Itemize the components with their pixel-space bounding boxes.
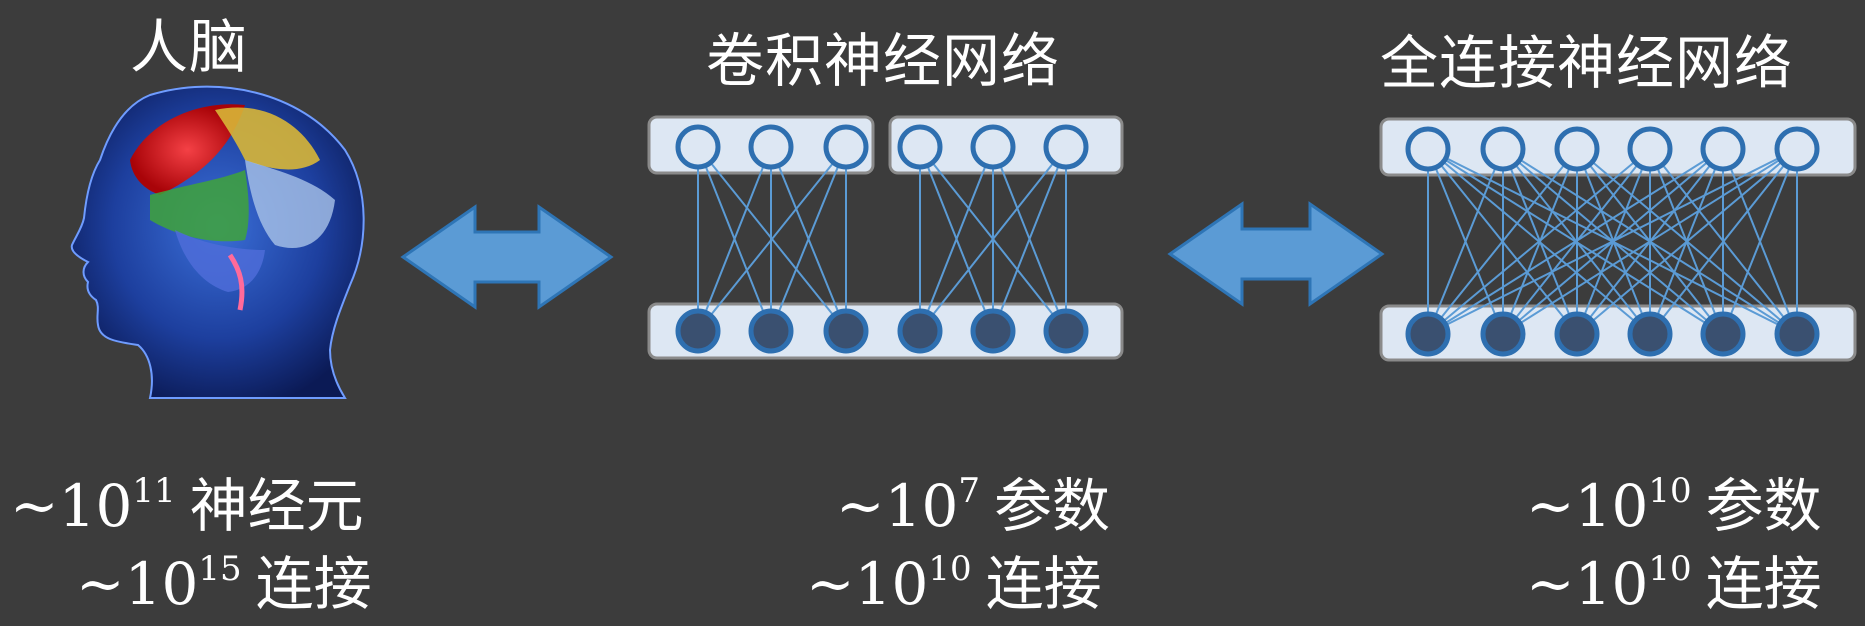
double-arrow-1 (400, 204, 614, 310)
fc-edge (1576, 148, 1798, 335)
cnn-input-node (823, 124, 869, 170)
human-head-brain-icon (70, 85, 365, 399)
fc-input-node (1405, 126, 1451, 172)
cnn-input-node (675, 124, 721, 170)
cnn-output-node (823, 308, 869, 354)
fc-input-node (1480, 126, 1526, 172)
cnn-title: 卷积神经网络 (706, 30, 1061, 95)
cnn-edge (697, 146, 847, 332)
cnn-output-node (748, 308, 794, 354)
cnn-edge (770, 146, 847, 332)
fc-edge (1722, 148, 1798, 335)
fc-edge (1427, 148, 1578, 335)
cnn-output-node (970, 308, 1016, 354)
fc-output-node (1405, 311, 1451, 357)
fc-input-node (1774, 126, 1820, 172)
fc-output-node (1480, 311, 1526, 357)
brain-title: 人脑 (130, 13, 249, 81)
fc-input-node (1700, 126, 1746, 172)
fc-output-node (1700, 311, 1746, 357)
fc-edge (1502, 148, 1798, 335)
fc-input-node (1627, 126, 1673, 172)
cnn-input-node (1043, 124, 1089, 170)
fc-title: 全连接神经网络 (1380, 29, 1794, 97)
cnn-output-node (1043, 308, 1089, 354)
cnn-output-node (897, 308, 943, 354)
fc-edge (1427, 148, 1724, 335)
fc-edge (1427, 148, 1504, 335)
cnn-input-node (897, 124, 943, 170)
fc-output-node (1774, 311, 1820, 357)
cnn-edge (992, 146, 1067, 332)
cnn-edge (919, 146, 994, 332)
double-arrow-2 (1167, 201, 1385, 307)
cnn-input-node (970, 124, 1016, 170)
fc-edge (1649, 148, 1798, 335)
fc-edge (1427, 148, 1651, 335)
cnn-input-node (748, 124, 794, 170)
fc-output-node (1554, 311, 1600, 357)
cnn-edge (697, 146, 772, 332)
cnn-output-node (675, 308, 721, 354)
fc-edge (1427, 148, 1798, 335)
fc-input-node (1554, 126, 1600, 172)
fc-output-node (1627, 311, 1673, 357)
cnn-edge (919, 146, 1067, 332)
